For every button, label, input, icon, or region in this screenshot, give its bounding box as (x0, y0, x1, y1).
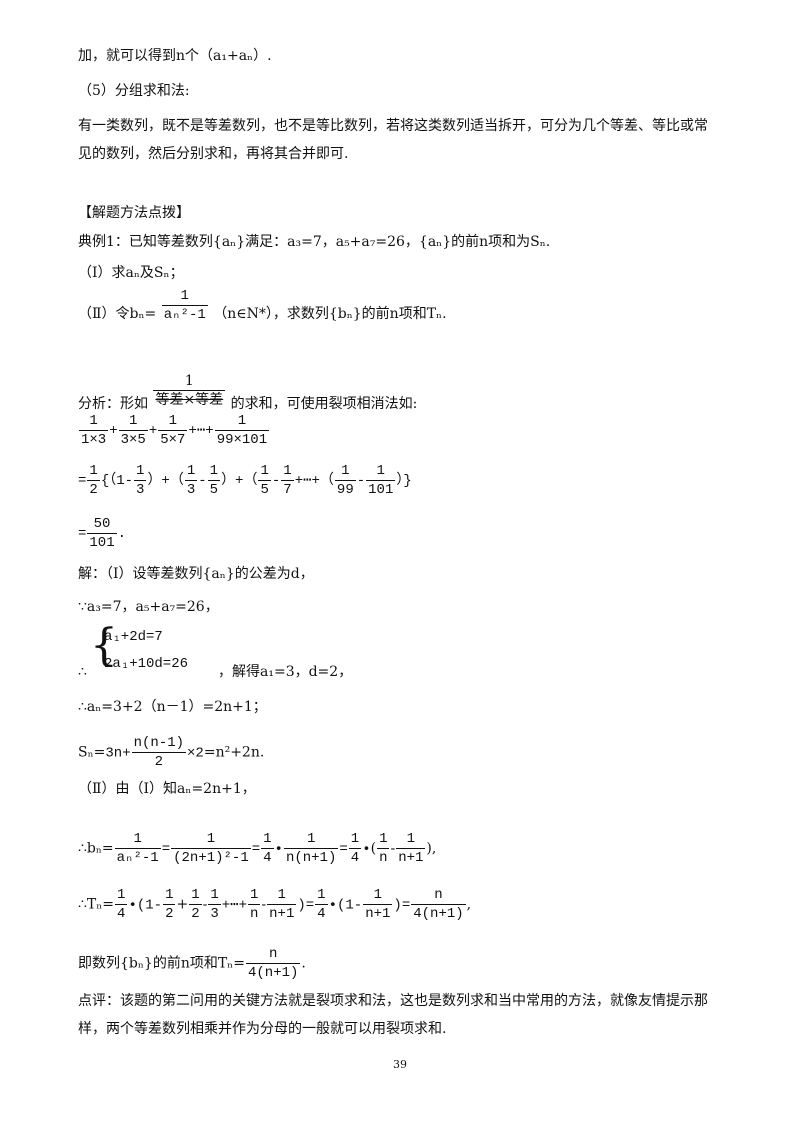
question-2-prefix: （Ⅱ）令bₙ= (78, 306, 157, 322)
solution-line: 解：（Ⅰ）设等差数列{aₙ}的公差为d， (78, 566, 314, 582)
text-line: 见的数列，然后分别求和，再将其合并即可. (78, 146, 349, 162)
analysis-suffix: 的求和，可使用裂项相消法如: (230, 396, 418, 412)
page-number: 39 (393, 1058, 407, 1071)
example-statement: 典例1：已知等差数列{aₙ}满足：a₃=7，a₅+a₇=26，{aₙ}的前n项和… (78, 234, 551, 250)
system-row-1: a₁+2d=7 (104, 629, 163, 645)
question-2-suffix: （n∈N*），求数列{bₙ}的前n项和Tₙ. (213, 306, 447, 322)
sn-formula: Sₙ=3n+n(n-1)2×2=n²+2n. (78, 735, 265, 770)
analysis-line: 分析：形如 1 等差×等差 的求和，可使用裂项相消法如: (78, 372, 417, 414)
text-line: 加，就可以得到n个（a₁+aₙ）. (78, 48, 272, 64)
bn-definition-fraction: 1 aₙ²-1 (161, 288, 208, 323)
comment-line: 样，两个等差数列相乘并作为分母的一般就可以用裂项求和. (78, 1021, 447, 1037)
solution-line: （Ⅱ）由（Ⅰ）知aₙ=2n+1， (78, 781, 256, 797)
analysis-fraction: 1 等差×等差 (153, 373, 226, 408)
text-line: 有一类数列，既不是等差数列，也不是等比数列，若将这类数列适当拆开，可分为几个等差… (78, 118, 708, 134)
system-result: ，解得a₁=3，d=2， (218, 664, 353, 680)
question-2: （Ⅱ）令bₙ= 1 aₙ²-1 （n∈N*），求数列{bₙ}的前n项和Tₙ. (78, 288, 447, 324)
question-1: （Ⅰ）求aₙ及Sₙ； (78, 265, 184, 281)
solution-line: ∵a₃=7，a₅+a₇=26， (78, 599, 219, 615)
system-row-2: 2a₁+10d=26 (104, 656, 189, 672)
text-line: （5）分组求和法: (78, 83, 190, 99)
comment-line: 点评：该题的第二问用的关键方法就是裂项求和法，这也是数列求和当中常用的方法，就像… (78, 993, 708, 1009)
analysis-prefix: 分析：形如 (78, 396, 148, 412)
section-heading: 【解题方法点拨】 (78, 205, 190, 221)
an-formula: ∴aₙ=3+2（n－1）=2n+1； (78, 699, 267, 715)
therefore-symbol: ∴ (78, 664, 87, 680)
